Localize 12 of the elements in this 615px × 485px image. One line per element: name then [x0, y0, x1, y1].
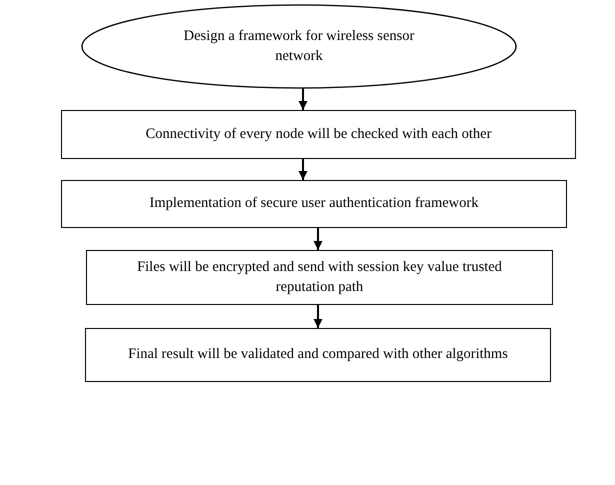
step-text: Files will be encrypted and send with session key value trusted reputation path [136, 258, 503, 296]
arrow [314, 228, 322, 250]
step-text: Implementation of secure user authentication framework [150, 194, 478, 214]
arrow [314, 305, 322, 328]
process-box [61, 180, 567, 228]
process-box [85, 328, 551, 382]
process-box [61, 110, 576, 159]
arrow [298, 88, 308, 110]
process-box [86, 250, 553, 305]
arrow [298, 159, 308, 180]
step-text: Final result will be validated and compared with other algorithms [128, 345, 508, 364]
step-text: Connectivity of every node will be checked with each other [146, 124, 492, 144]
